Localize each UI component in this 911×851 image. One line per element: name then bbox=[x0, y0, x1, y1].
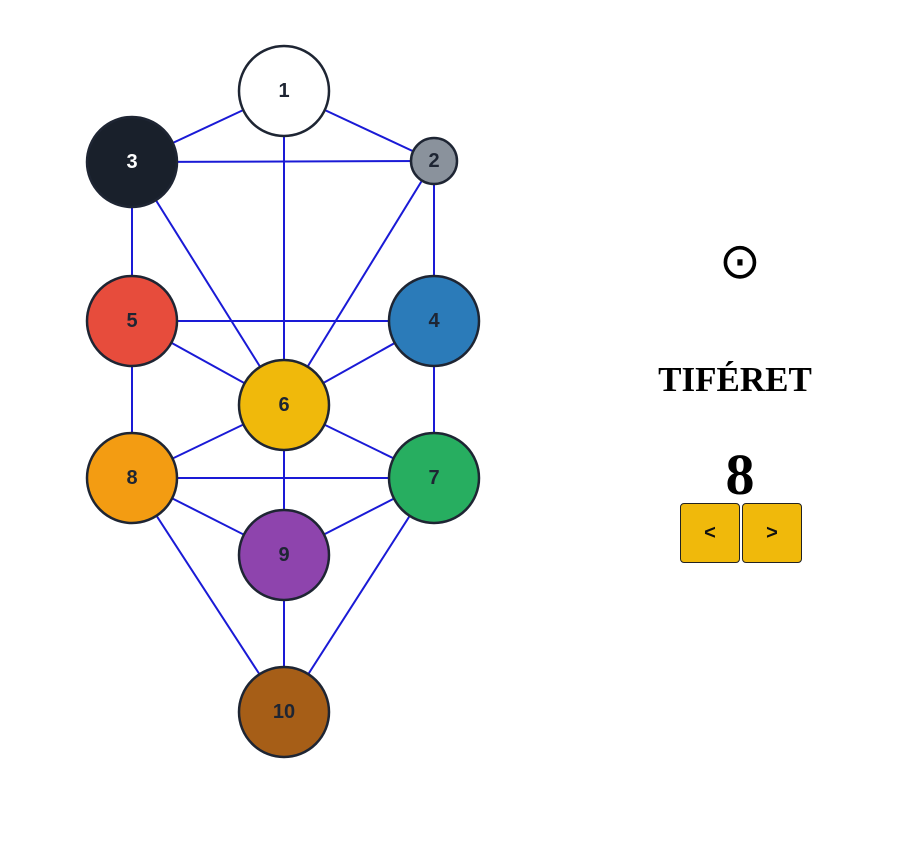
previous-button[interactable]: < bbox=[680, 503, 740, 563]
sefira-circle-6[interactable] bbox=[237, 358, 331, 452]
sefira-circle-4[interactable] bbox=[387, 274, 481, 368]
sefira-node-10[interactable]: 10 bbox=[237, 665, 331, 759]
sun-icon: ⊙ bbox=[719, 232, 761, 290]
sefira-node-6[interactable]: 6 bbox=[237, 358, 331, 452]
sefira-node-1[interactable]: 1 bbox=[237, 44, 331, 138]
sefira-circle-7[interactable] bbox=[387, 431, 481, 525]
sefira-node-5[interactable]: 5 bbox=[85, 274, 179, 368]
next-button[interactable]: > bbox=[742, 503, 802, 563]
path-8-10 bbox=[131, 477, 285, 713]
sefira-circle-8[interactable] bbox=[85, 431, 179, 525]
sefira-node-3[interactable]: 3 bbox=[85, 115, 179, 209]
sefira-circle-10[interactable] bbox=[237, 665, 331, 759]
nodes-layer: 1 2 3 4 567 89 10 bbox=[85, 44, 481, 759]
path-3-6 bbox=[131, 161, 285, 406]
sefira-name: TIFÉRET bbox=[658, 360, 812, 399]
sefira-node-4[interactable]: 4 bbox=[387, 274, 481, 368]
sefira-circle-5[interactable] bbox=[85, 274, 179, 368]
sefira-node-7[interactable]: 7 bbox=[387, 431, 481, 525]
path-2-6 bbox=[283, 160, 435, 406]
sefira-circle-2[interactable] bbox=[409, 136, 459, 186]
sefira-circle-9[interactable] bbox=[237, 508, 331, 602]
sefira-value: 8 bbox=[725, 442, 755, 507]
sefira-node-2[interactable]: 2 bbox=[409, 136, 459, 186]
sefira-circle-1[interactable] bbox=[237, 44, 331, 138]
path-2-3 bbox=[131, 160, 435, 163]
sefira-node-8[interactable]: 8 bbox=[85, 431, 179, 525]
path-7-10 bbox=[283, 477, 435, 713]
sefira-circle-3[interactable] bbox=[85, 115, 179, 209]
sefira-node-9[interactable]: 9 bbox=[237, 508, 331, 602]
